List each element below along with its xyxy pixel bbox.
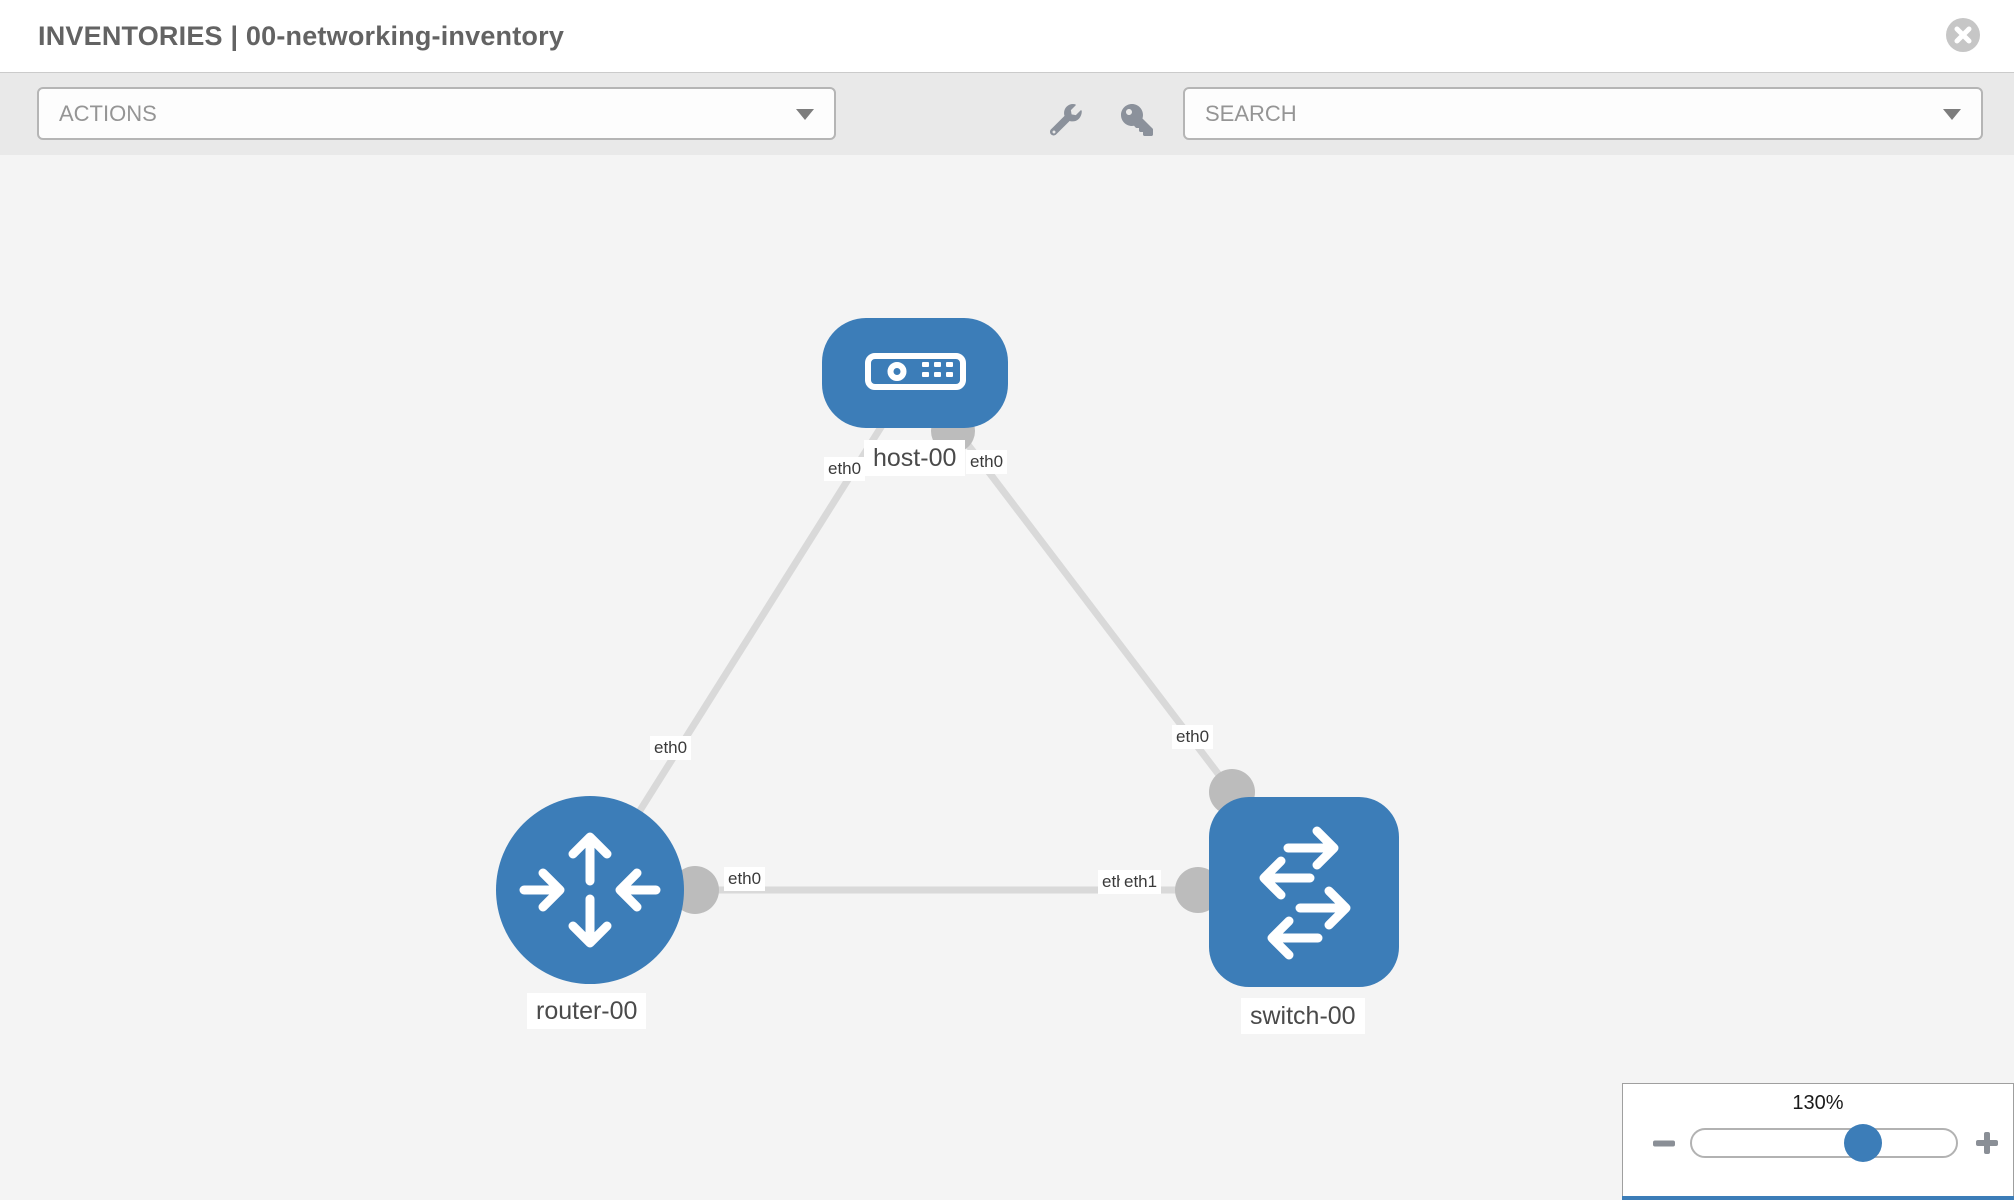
actions-dropdown-label: ACTIONS [59,100,157,126]
zoom-slider[interactable] [1690,1124,1958,1162]
page-title: INVENTORIES | 00-networking-inventory [38,20,565,51]
toolbar: ACTIONS SEARCH [0,72,2014,156]
close-button[interactable] [1946,18,1980,52]
port-label: eth1 [1120,870,1162,894]
node-label-host: host-00 [864,440,966,476]
configure-button[interactable] [1043,97,1089,143]
port-label: eth0 [824,457,866,481]
node-label-switch: switch-00 [1241,998,1365,1034]
wrench-icon [1050,104,1082,136]
router-arrows-icon [519,832,661,948]
node-router-00[interactable] [496,796,684,984]
node-host-00[interactable] [822,318,1008,428]
header: INVENTORIES | 00-networking-inventory [0,0,2014,72]
actions-dropdown[interactable]: ACTIONS [37,87,836,140]
zoom-in-button[interactable] [1973,1128,2001,1158]
port-label: eth0 [650,736,692,760]
topology-canvas[interactable]: eth0 eth0 eth0 eth0 eth0 eth1 eth1 host-… [0,155,2014,1200]
search-dropdown[interactable]: SEARCH [1183,87,1983,140]
port-label: eth0 [724,867,766,891]
key-icon [1121,104,1153,136]
chevron-down-icon [796,108,814,120]
bottom-accent-bar [1622,1196,2014,1200]
switch-arrows-icon [1259,826,1351,960]
credentials-button[interactable] [1114,97,1160,143]
search-dropdown-label: SEARCH [1205,100,1297,126]
node-label-router: router-00 [527,993,647,1029]
port-label: eth0 [1172,725,1214,749]
close-icon [1954,26,1972,44]
chevron-down-icon [1943,108,1961,120]
zoom-control-panel: 130% [1622,1083,2014,1200]
zoom-out-button[interactable] [1650,1128,1678,1158]
port-label: eth0 [966,450,1008,474]
server-icon [865,353,966,390]
zoom-slider-handle[interactable] [1844,1124,1882,1162]
minus-icon [1653,1140,1675,1147]
plus-icon [1976,1132,1998,1154]
node-switch-00[interactable] [1209,797,1399,987]
zoom-level-value: 130% [1792,1092,1844,1114]
